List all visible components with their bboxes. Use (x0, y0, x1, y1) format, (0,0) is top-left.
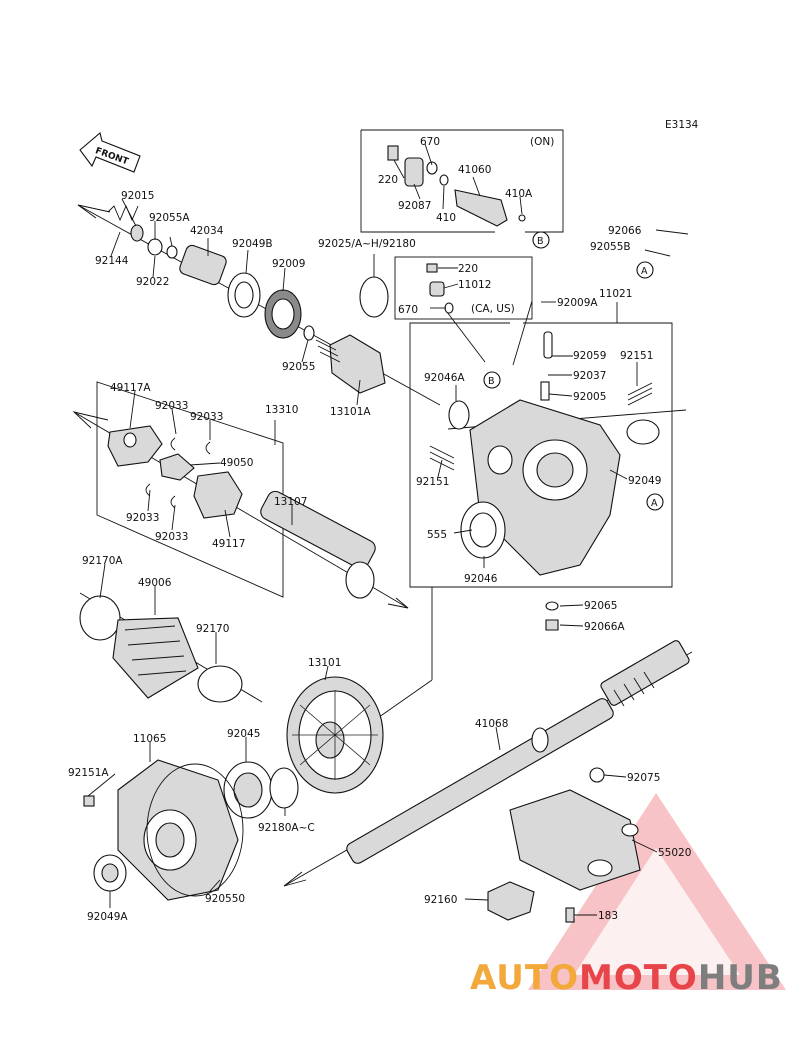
part-label: 49050 (220, 457, 253, 469)
part-label: 13101A (330, 406, 371, 418)
brand-logo: AUTOMOTOHUB (470, 958, 783, 998)
leader-lines (87, 143, 689, 916)
part-label: 410A (505, 188, 533, 200)
part-label: 92049A (87, 911, 128, 923)
part-label: 92055A (149, 212, 190, 224)
callout-b-top (532, 231, 550, 249)
callout-b-mid (483, 371, 501, 389)
part-label: 92025/A~H/92180 (318, 238, 416, 250)
part-label: 49117 (212, 538, 245, 550)
part-label: 11021 (599, 288, 632, 300)
callout-a-mid (646, 493, 664, 511)
part-label: 92170 (196, 623, 229, 635)
inset-ca-us-parts (426, 263, 454, 314)
part-label: 920550 (205, 893, 245, 905)
part-label: 92033 (155, 400, 188, 412)
part-label: 11012 (458, 279, 491, 291)
part-label: 555 (427, 529, 447, 541)
gear-case-frame (409, 322, 673, 588)
part-label: 92046 (464, 573, 498, 585)
boot-and-clamps (79, 595, 243, 703)
part-label: 92160 (424, 894, 457, 906)
drive-shaft-frame (96, 381, 284, 598)
part-label: 92022 (136, 276, 169, 288)
inset-ca-us-label: (CA, US) (471, 303, 515, 315)
ring-gear (286, 676, 384, 794)
part-label: 49006 (138, 577, 172, 589)
part-label: 92151 (416, 476, 449, 488)
part-label: 92151 (620, 350, 653, 362)
propeller-shaft (346, 640, 690, 864)
part-label: 92009A (557, 297, 598, 309)
part-label: 42034 (190, 225, 224, 237)
part-label: 92180A~C (258, 822, 315, 834)
part-label: 92049B (232, 238, 273, 250)
part-label: 92066 (608, 225, 642, 237)
universal-joint-assembly (107, 425, 376, 599)
part-label: 92066A (584, 621, 625, 633)
part-label: 410 (436, 212, 456, 224)
part-label: 92009 (272, 258, 305, 270)
inset-on-parts (387, 145, 526, 227)
part-label: 55020 (658, 847, 691, 859)
inset-on-label: (ON) (530, 136, 554, 148)
part-label: 92144 (95, 255, 129, 267)
part-label: 13310 (265, 404, 298, 416)
part-label: 92015 (121, 190, 154, 202)
part-label: 13101 (308, 657, 341, 669)
inset-box-ca-us (394, 256, 533, 320)
part-label: 92055B (590, 241, 631, 253)
part-label: 92151A (68, 767, 109, 779)
part-label: 92046A (424, 372, 465, 384)
callout-b-top-label: B (537, 236, 544, 247)
part-label: 92055 (282, 361, 315, 373)
part-label: 92059 (573, 350, 606, 362)
watermark-triangle (528, 793, 786, 990)
brand-segment-hub: HUB (697, 958, 783, 998)
part-label: 183 (598, 910, 618, 922)
callout-a-top-label: A (641, 266, 648, 277)
diagram-code: E3134 (665, 119, 699, 131)
part-label: 13107 (274, 496, 307, 508)
part-label: 92087 (398, 200, 431, 212)
part-label: 92049 (628, 475, 661, 487)
part-label: 92037 (573, 370, 606, 382)
front-arrow-icon: FRONT (79, 132, 141, 173)
part-label: 11065 (133, 733, 166, 745)
part-label: 92045 (227, 728, 260, 740)
pinion-shaft-assembly (107, 204, 389, 394)
part-label: 670 (420, 136, 440, 148)
part-label: 41060 (458, 164, 491, 176)
part-label: 92033 (126, 512, 159, 524)
brand-segment-moto: MOTO (578, 958, 698, 998)
part-number-labels: E3134 (ON) 670 220 92087 410 41060 410A … (68, 119, 699, 923)
callout-a-top (636, 261, 654, 279)
part-label: 92033 (190, 411, 223, 423)
part-label: 92065 (584, 600, 617, 612)
part-label: 49117A (110, 382, 151, 394)
part-label: 92170A (82, 555, 123, 567)
callout-circles: B A B A (483, 231, 664, 511)
brand-segment-auto: AUTO (470, 958, 579, 998)
gear-case (429, 331, 660, 631)
part-label: 41068 (475, 718, 508, 730)
part-label: 220 (458, 263, 478, 275)
part-label: 670 (398, 304, 418, 316)
part-label: 92005 (573, 391, 606, 403)
callout-b-mid-label: B (488, 376, 495, 387)
part-label: 92033 (155, 531, 188, 543)
callout-a-mid-label: A (651, 498, 658, 509)
part-label: 220 (378, 174, 398, 186)
part-label: 92075 (627, 772, 660, 784)
mounting-bracket (487, 767, 641, 923)
